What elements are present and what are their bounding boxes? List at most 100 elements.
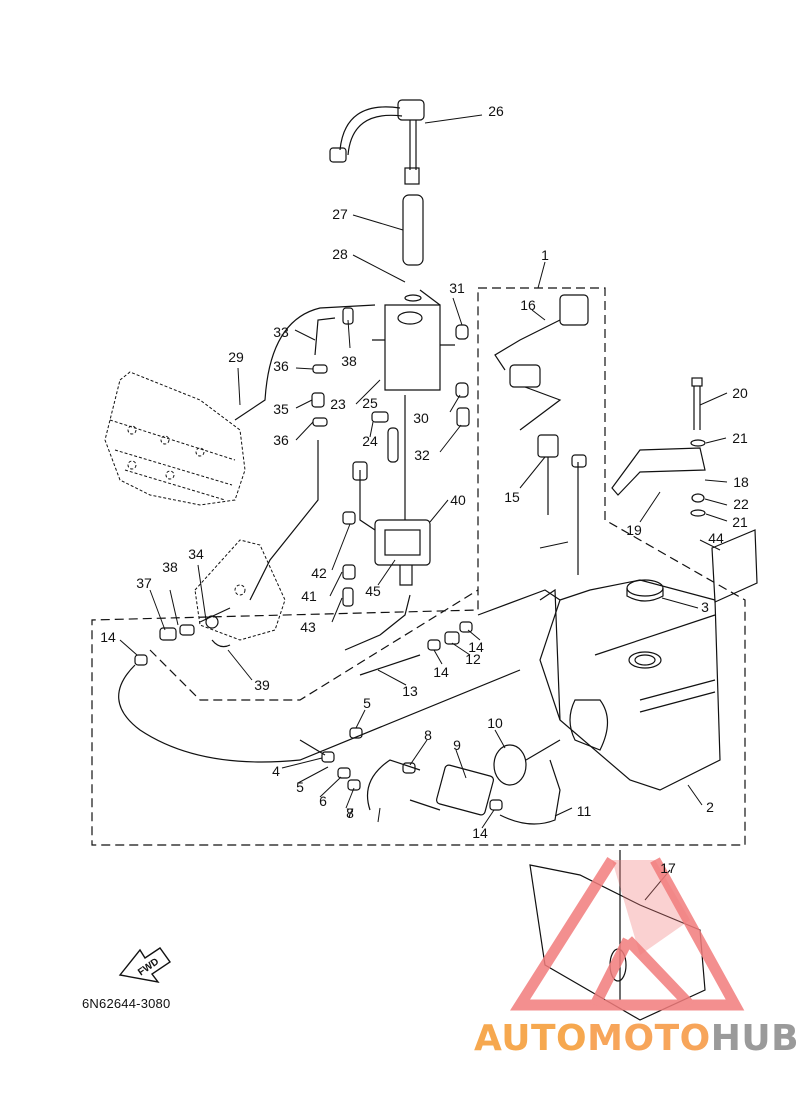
callout-number: 2 — [706, 799, 714, 815]
hose-13 — [344, 594, 411, 651]
callout-number: 26 — [488, 103, 504, 119]
callout-number: 28 — [332, 246, 348, 262]
watermark-part3: HUB — [710, 1018, 800, 1059]
callout-number: 38 — [162, 559, 178, 575]
callout-number: 36 — [273, 432, 289, 448]
callout-number: 14 — [100, 629, 116, 645]
clip-25 — [371, 411, 389, 423]
callout-number: 5 — [296, 779, 304, 795]
callout-number: 36 — [273, 358, 289, 374]
callout-number: 5 — [363, 695, 371, 711]
washer-21-bottom — [690, 509, 706, 517]
watermark-part2: MOTO — [587, 1018, 711, 1059]
bolt-part — [691, 377, 703, 430]
wire-harness-part — [494, 294, 589, 431]
clip-36-top — [312, 364, 328, 374]
callout-number: 8 — [346, 805, 354, 821]
callout-number: 32 — [414, 447, 430, 463]
callout-number: 24 — [362, 433, 378, 449]
fuel-sender-part — [537, 434, 587, 575]
fuel-joint-part — [329, 99, 425, 185]
grommet-41 — [342, 564, 356, 580]
hose-4 — [299, 739, 326, 756]
callout-number: 35 — [273, 401, 289, 417]
callout-number: 6 — [319, 793, 327, 809]
filter-element-part — [402, 194, 424, 266]
hose-14-right — [477, 589, 561, 616]
grommet-30 — [455, 382, 469, 398]
callout-number: 34 — [188, 546, 204, 562]
clip-8-upper — [402, 762, 416, 774]
callout-number: 25 — [362, 395, 378, 411]
engine-cowling-part — [104, 371, 246, 506]
pump-assembly-part — [352, 461, 431, 586]
lower-cowling-part — [194, 539, 286, 641]
callout-number: 12 — [465, 651, 481, 667]
screw-43 — [342, 587, 354, 607]
joint-35 — [311, 392, 325, 408]
callout-number: 20 — [732, 385, 748, 401]
callout-number: 22 — [733, 496, 749, 512]
connector-12 — [444, 631, 460, 645]
group-border-filter — [149, 589, 479, 701]
tube-24 — [387, 427, 399, 463]
hose-36-line — [249, 440, 319, 601]
clip-36-bottom — [312, 417, 328, 427]
washer-22 — [691, 493, 705, 503]
callout-number: 16 — [520, 297, 536, 313]
callout-number: 44 — [708, 530, 724, 546]
callout-number: 39 — [254, 677, 270, 693]
hose-11 — [499, 759, 561, 825]
callout-number: 17 — [660, 860, 676, 876]
hose-13b — [359, 654, 421, 676]
fuel-pump-part — [409, 764, 495, 816]
clip-39 — [211, 639, 231, 648]
fuel-connector-part — [493, 739, 561, 786]
screw-32 — [456, 407, 470, 427]
hose-34 — [199, 607, 231, 623]
fuel-tank-part — [539, 579, 721, 791]
callout-number: 3 — [701, 599, 709, 615]
watermark-logo-triangle-fill — [612, 860, 690, 955]
callout-number: 18 — [733, 474, 749, 490]
callout-number: 33 — [273, 324, 289, 340]
callout-number: 10 — [487, 715, 503, 731]
hose-7 — [366, 759, 421, 811]
callout-number: 43 — [300, 619, 316, 635]
callout-number: 37 — [136, 575, 152, 591]
watermark-logo-triangle — [509, 857, 745, 1011]
connector-38 — [179, 624, 195, 636]
hose-33 — [314, 317, 336, 356]
clip-14-mid — [427, 639, 441, 651]
fuel-cap-part — [626, 579, 664, 602]
callout-number: 9 — [453, 737, 461, 753]
clip-14-bottom — [489, 799, 503, 811]
callout-number: 11 — [577, 803, 592, 819]
clip-5b — [321, 751, 335, 763]
forward-direction-arrow: FWD — [118, 947, 171, 984]
callout-number: 21 — [732, 430, 748, 446]
clip-14-right — [459, 621, 473, 633]
callout-number: 1 — [541, 247, 549, 263]
callout-number: 40 — [450, 492, 466, 508]
callout-number: 30 — [413, 410, 429, 426]
hose-loop-lower — [118, 664, 521, 763]
callout-number: 38 — [341, 353, 357, 369]
clip-8-lower — [347, 779, 361, 791]
callout-number: 15 — [504, 489, 520, 505]
watermark-part1: AUTO — [474, 1018, 588, 1059]
callout-number: 41 — [301, 588, 317, 604]
callout-number: 42 — [311, 565, 327, 581]
callout-number: 23 — [330, 396, 346, 412]
callout-number: 45 — [365, 583, 381, 599]
grommet-42 — [342, 511, 356, 525]
watermark-brand: AUTOMOTOHUB — [474, 1018, 799, 1059]
callout-number: 14 — [433, 664, 449, 680]
callout-number: 21 — [732, 514, 748, 530]
o-ring-part — [404, 294, 422, 302]
callout-number: 13 — [402, 683, 418, 699]
grommet-31 — [455, 324, 469, 340]
callout-number: 27 — [332, 206, 348, 222]
strap-bracket-part — [611, 447, 706, 496]
